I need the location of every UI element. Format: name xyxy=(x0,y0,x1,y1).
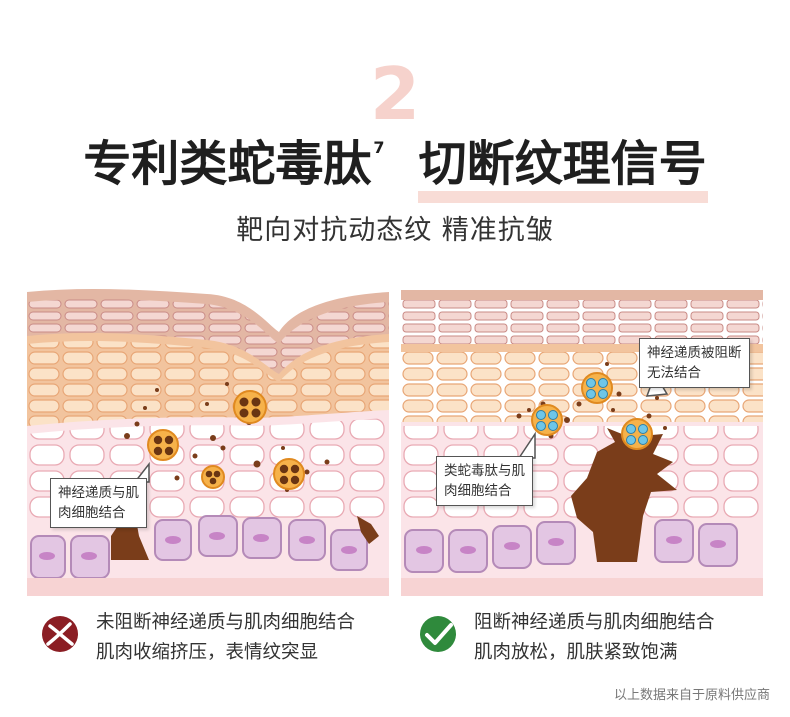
legend-right-line2: 肌肉放松，肌肤紧致饱满 xyxy=(474,642,678,663)
headline-right: 切断纹理信号 xyxy=(418,136,707,192)
headline-left: 专利类蛇毒肽 xyxy=(83,136,372,192)
footnote: 以上数据来自于原料供应商 xyxy=(613,688,770,703)
cross-icon xyxy=(42,616,78,652)
headline-sup: 7 xyxy=(373,138,385,157)
subtitle: 靶向对抗动态纹 精准抗皱 xyxy=(236,215,554,246)
right-callout-bottom: 类蛇毒肽与肌 肉细胞结合 xyxy=(436,456,533,506)
check-icon xyxy=(420,616,456,652)
left-callout: 神经递质与肌 肉细胞结合 xyxy=(50,478,147,528)
step-number: 2 xyxy=(369,52,421,136)
legend-left-line1: 未阻断神经递质与肌肉细胞结合 xyxy=(96,612,356,633)
left-skin-illustration: 神经递质与肌 肉细胞结合 xyxy=(27,286,389,596)
legend-right-line1: 阻断神经递质与肌肉细胞结合 xyxy=(474,612,715,633)
legend-left-line2: 肌肉收缩挤压，表情纹突显 xyxy=(96,642,319,663)
headline-highlight xyxy=(418,191,708,203)
right-callout-top: 神经递质被阻断 无法结合 xyxy=(639,338,750,388)
right-skin-illustration: 神经递质被阻断 无法结合 类蛇毒肽与肌 肉细胞结合 xyxy=(401,286,763,596)
